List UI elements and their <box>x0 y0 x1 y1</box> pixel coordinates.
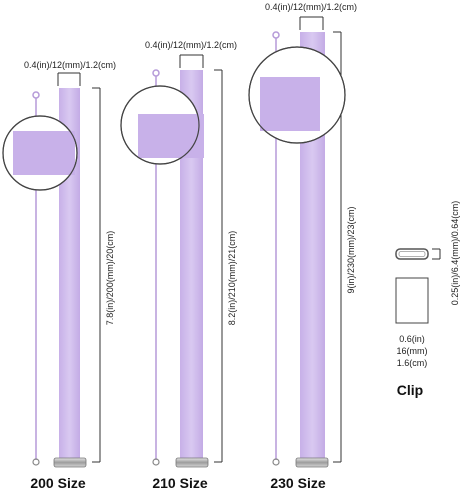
clip-ring-inner <box>398 251 426 257</box>
buckle-210 <box>175 457 209 468</box>
strap-210: 0.4(in)/12(mm)/1.2(cm) 8.2(in)/210(mm)/2… <box>120 40 237 491</box>
clip-height-dimension <box>432 248 441 260</box>
width-dimension-210 <box>179 54 204 68</box>
length-label-200: 7.8(in)/200(mm)/20(cm) <box>105 231 115 326</box>
buckle-230 <box>295 457 329 468</box>
strap-200: 0.4(in)/12(mm)/1.2(cm) 7.8(in)/200(mm)/2… <box>2 60 116 491</box>
width-label-230: 0.4(in)/12(mm)/1.2(cm) <box>265 2 357 12</box>
width-dimension-200 <box>57 72 81 86</box>
clip-width-label-cm: 1.6(cm) <box>397 358 428 368</box>
size-label-210: 210 Size <box>152 475 207 491</box>
strap-body-210 <box>180 70 203 460</box>
clip-ring <box>395 248 429 260</box>
strap-230: 0.4(in)/12(mm)/1.2(cm) 9(in)/230(mm)/23(… <box>248 2 357 491</box>
wire-loop-230 <box>272 31 280 39</box>
magnifier-210 <box>120 85 204 165</box>
clip-title: Clip <box>397 382 423 398</box>
width-label-200: 0.4(in)/12(mm)/1.2(cm) <box>24 60 116 70</box>
buckle-200 <box>53 457 87 468</box>
wire-loop-210 <box>152 69 160 77</box>
length-label-230: 9(in)/230(mm)/23(cm) <box>346 206 356 293</box>
wire-end-230 <box>272 458 280 466</box>
clip-width-label-in: 0.6(in) <box>399 334 425 344</box>
length-dimension-210 <box>214 69 223 463</box>
clip-group: 0.25(in)/6.4(mm)/0.64(cm) 0.6(in) 16(mm)… <box>395 201 460 398</box>
magnifier-200 <box>2 115 78 191</box>
clip-outline <box>395 277 429 324</box>
clip-height-label: 0.25(in)/6.4(mm)/0.64(cm) <box>450 201 460 306</box>
wire-end-210 <box>152 458 160 466</box>
clip-width-label-mm: 16(mm) <box>397 346 428 356</box>
size-label-230: 230 Size <box>270 475 325 491</box>
wire-end-200 <box>32 458 40 466</box>
size-label-200: 200 Size <box>30 475 85 491</box>
magnifier-230 <box>248 46 346 144</box>
wire-loop-200 <box>32 91 40 99</box>
width-dimension-230 <box>299 16 324 30</box>
length-label-210: 8.2(in)/210(mm)/21(cm) <box>227 231 237 326</box>
length-dimension-200 <box>92 87 101 463</box>
width-label-210: 0.4(in)/12(mm)/1.2(cm) <box>145 40 237 50</box>
